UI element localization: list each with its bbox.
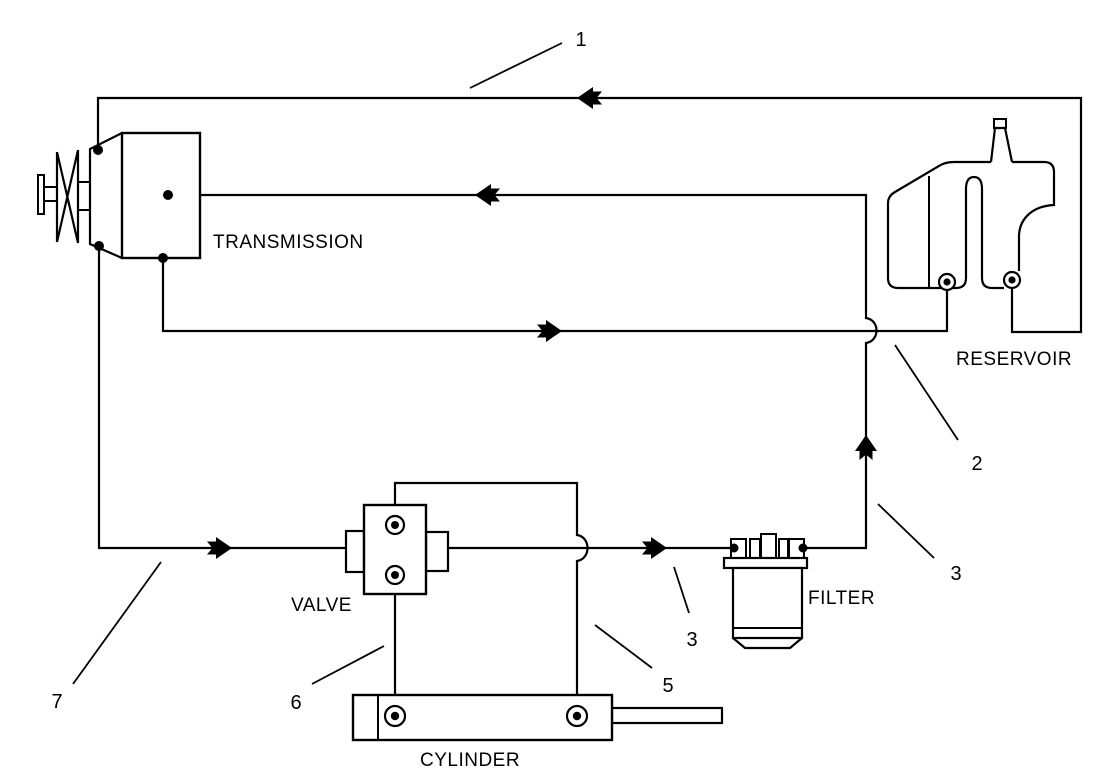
callout-3-upper: 3	[950, 563, 961, 585]
leader-5	[594, 624, 653, 669]
callout-2: 2	[971, 453, 982, 475]
pulley-icon	[55, 149, 80, 244]
transmission-case	[120, 131, 202, 260]
leader-3-upper	[877, 503, 935, 559]
callout-7: 7	[51, 691, 62, 713]
callout-leader-lines	[72, 42, 959, 685]
valve-symbol	[344, 503, 450, 596]
callout-6: 6	[290, 692, 301, 714]
cylinder-label: CYLINDER	[420, 750, 520, 771]
filter-symbol	[722, 533, 809, 650]
valve-ports	[384, 514, 406, 586]
filter-port-dots	[729, 543, 808, 553]
reservoir-symbol	[886, 118, 1056, 292]
pulley-shaft	[44, 186, 57, 202]
reservoir-filler-neck	[989, 126, 1014, 163]
reservoir-body-left	[886, 160, 1004, 290]
callout-3-lower: 3	[686, 629, 697, 651]
cylinder-ports	[383, 704, 589, 728]
leader-3-lower	[673, 566, 690, 614]
cylinder-rod	[610, 706, 724, 725]
filter-mount-plate	[722, 556, 809, 570]
filter-top-fins	[730, 533, 805, 559]
component-labels: TRANSMISSION RESERVOIR VALVE FILTER CYLI…	[213, 232, 1072, 771]
reservoir-ports	[937, 270, 1022, 292]
flow-arrows	[207, 87, 877, 559]
callout-numbers: 1 2 3 3 5 6 7	[51, 29, 982, 714]
reservoir-body-right	[1012, 160, 1056, 271]
cylinder-symbol	[351, 693, 724, 742]
pulley-hub-lines	[78, 181, 90, 211]
reservoir-filler-cap	[993, 118, 1007, 129]
leader-1	[469, 42, 563, 89]
callout-1: 1	[575, 29, 586, 51]
leader-6	[311, 645, 385, 685]
callout-5: 5	[662, 675, 673, 697]
valve-right-stub	[424, 530, 450, 573]
pipe-transmission-to-reservoir-line	[161, 258, 949, 333]
valve-label: VALVE	[291, 595, 352, 616]
reservoir-label: RESERVOIR	[956, 349, 1072, 370]
filter-bottom-chamfer	[732, 637, 803, 650]
transmission-port-dots	[93, 145, 173, 263]
leader-7	[72, 561, 162, 685]
transmission-label: TRANSMISSION	[213, 232, 364, 253]
pulley-flange	[37, 174, 45, 215]
pipe-valve-to-cylinder-rod-end	[393, 481, 589, 706]
transmission-symbol	[37, 131, 202, 263]
filter-label: FILTER	[808, 588, 875, 609]
leader-2	[894, 344, 959, 441]
pipe-pressure-line	[97, 246, 346, 550]
valve-left-stub	[344, 529, 366, 574]
transmission-bell-housing	[88, 132, 123, 260]
pipe-top-return-line	[96, 96, 1083, 334]
filter-canister	[731, 566, 804, 640]
